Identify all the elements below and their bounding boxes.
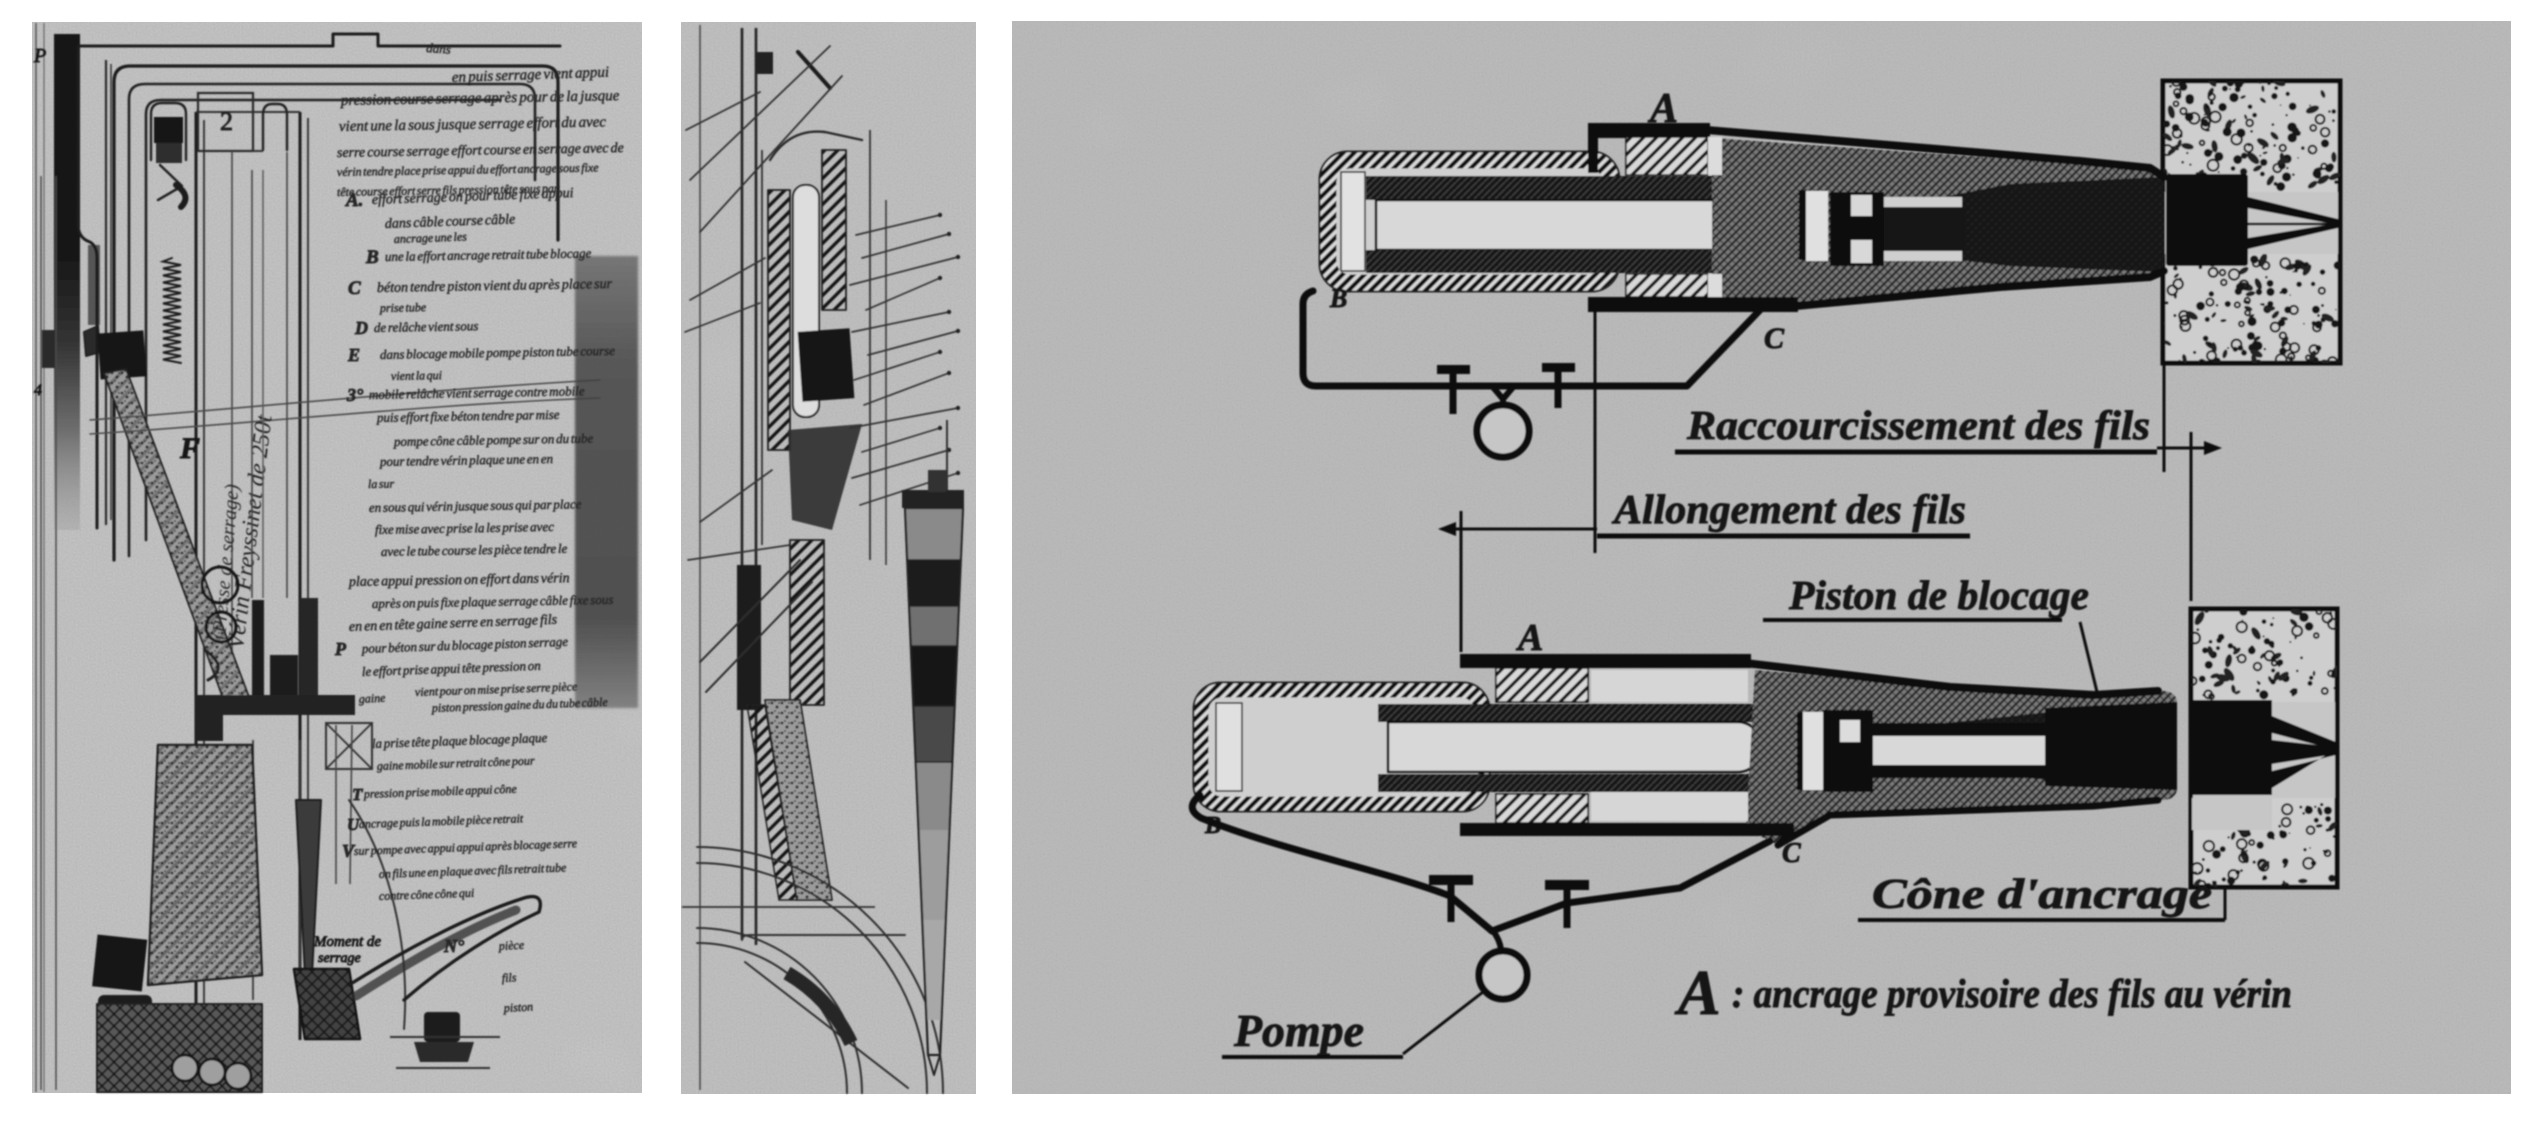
svg-text:V: V — [342, 841, 356, 861]
svg-text:ancrage une les: ancrage une les — [394, 229, 468, 246]
svg-text:béton tendre piston vient du a: béton tendre piston vient du après place… — [377, 277, 613, 296]
svg-text:serrage: serrage — [318, 951, 361, 966]
svg-text:en puis serrage vient appui: en puis serrage vient appui — [452, 65, 610, 86]
svg-text:A: A — [1647, 86, 1678, 132]
svg-text:avec le tube course les pièce: avec le tube course les pièce tendre le — [381, 541, 568, 559]
svg-text:Moment de: Moment de — [313, 934, 381, 950]
svg-text:dans blocage mobile pompe pist: dans blocage mobile pompe piston tube co… — [380, 343, 616, 362]
svg-text:en sous qui vérin jusque sous: en sous qui vérin jusque sous qui par pl… — [369, 496, 582, 515]
svg-text:P: P — [33, 45, 46, 67]
svg-text:gaine: gaine — [358, 691, 386, 706]
svg-text:pression course serrage après: pression course serrage après pour de la… — [340, 88, 620, 109]
svg-text:une la effort ancrage retrait: une la effort ancrage retrait tube bloca… — [385, 245, 592, 264]
svg-text:piston pression gaine du du tu: piston pression gaine du du tube câble — [431, 695, 609, 715]
svg-text:vient la qui: vient la qui — [391, 368, 442, 383]
svg-text:pour tendre vérin plaque une e: pour tendre vérin plaque une en en — [379, 451, 553, 469]
svg-text:fixe mise avec prise la les pr: fixe mise avec prise la les prise avec — [375, 519, 554, 537]
svg-text:N°: N° — [443, 936, 465, 956]
svg-text:pour béton sur du blocage pist: pour béton sur du blocage piston serrage — [361, 634, 569, 656]
svg-text:mobile relâche vient serrage c: mobile relâche vient serrage contre mobi… — [369, 383, 585, 402]
svg-text:fils: fils — [501, 970, 517, 985]
svg-text:la sur: la sur — [368, 477, 395, 491]
svg-text:de relâche vient sous: de relâche vient sous — [374, 318, 479, 335]
svg-text:puis effort fixe béton tendre: puis effort fixe béton tendre par mise — [376, 407, 560, 425]
svg-text:piston: piston — [502, 999, 533, 1015]
svg-text:serre course serrage effort co: serre course serrage effort course en se… — [337, 141, 624, 161]
svg-text:U: U — [347, 815, 360, 834]
svg-text:tête course effort serre fils: tête course effort serre fils pression t… — [337, 181, 559, 199]
svg-text:A: A — [1516, 617, 1543, 659]
svg-text:pompe cône câble pompe sur on: pompe cône câble pompe sur on du tube — [393, 431, 594, 449]
svg-text:F: F — [179, 432, 200, 465]
svg-text:E: E — [347, 345, 360, 365]
svg-text:ancrage puis la mobile pièce r: ancrage puis la mobile pièce retrait — [359, 811, 524, 831]
svg-text:gaine mobile sur retrait cône: gaine mobile sur retrait cône pour — [377, 753, 535, 773]
svg-text:Cône d'ancrage: Cône d'ancrage — [1872, 872, 2212, 918]
svg-text:contre cône cône qui: contre cône cône qui — [379, 886, 475, 903]
svg-text:: ancrage provisoire des fils: : ancrage provisoire des fils au vérin — [1732, 971, 2292, 1016]
svg-text:vient une la sous jusque serra: vient une la sous jusque serrage effort … — [339, 114, 607, 135]
svg-text:C: C — [1782, 838, 1801, 869]
svg-text:B: B — [1329, 284, 1347, 313]
svg-text:vient pour on mise prise serre: vient pour on mise prise serre pièce — [415, 679, 579, 699]
svg-text:4: 4 — [34, 382, 42, 399]
svg-text:Raccourcissement des fils: Raccourcissement des fils — [1686, 402, 2150, 448]
svg-text:3°: 3° — [346, 385, 364, 405]
svg-text:prise tube: prise tube — [379, 300, 427, 315]
svg-text:effort serrage on pour tube fi: effort serrage on pour tube fixe appui — [372, 186, 574, 208]
svg-text:dans câble course câble: dans câble course câble — [385, 212, 516, 232]
svg-text:pression prise mobile appui cô: pression prise mobile appui cône — [363, 782, 518, 801]
svg-text:vérin tendre place prise appui: vérin tendre place prise appui du effort… — [337, 160, 600, 179]
svg-text:après on puis fixe plaque serr: après on puis fixe plaque serrage câble … — [372, 592, 614, 611]
svg-text:C: C — [1764, 322, 1785, 355]
svg-text:Piston de blocage: Piston de blocage — [1788, 572, 2089, 618]
svg-text:T: T — [352, 785, 363, 804]
svg-text:B: B — [365, 247, 379, 268]
svg-text:pièce: pièce — [497, 938, 525, 953]
svg-text:D: D — [354, 318, 368, 338]
svg-text:Allongement des fils: Allongement des fils — [1611, 486, 1966, 532]
svg-text:A: A — [1674, 957, 1721, 1028]
svg-text:2: 2 — [220, 107, 233, 136]
svg-text:C: C — [348, 278, 361, 299]
svg-text:on fils une en plaque avec fil: on fils une en plaque avec fils retrait … — [379, 860, 568, 881]
svg-text:place appui pression on effort: place appui pression on effort dans véri… — [348, 571, 570, 590]
svg-text:la prise tête plaque blocage p: la prise tête plaque blocage plaque — [372, 730, 548, 751]
svg-text:Pompe: Pompe — [1233, 1005, 1364, 1056]
svg-text:P: P — [334, 639, 347, 659]
svg-text:dans: dans — [426, 40, 452, 57]
svg-text:le effort prise appui tête pre: le effort prise appui tête pression on — [362, 658, 541, 679]
svg-text:A.: A. — [345, 190, 363, 211]
